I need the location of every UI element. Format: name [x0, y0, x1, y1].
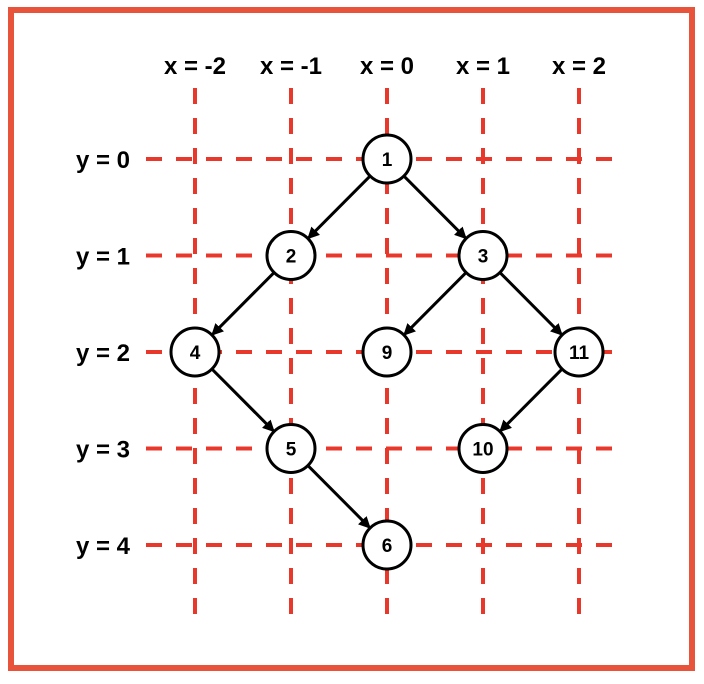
edge-3-9 — [403, 271, 468, 336]
y-axis-label: y = 2 — [76, 340, 130, 367]
y-axis-label: y = 1 — [76, 244, 130, 271]
x-axis-label: x = -2 — [164, 53, 226, 80]
tree-node-1: 1 — [361, 133, 413, 185]
edge-11-10 — [499, 367, 564, 433]
tree-node-5: 5 — [265, 423, 317, 474]
edge-5-6 — [306, 464, 371, 529]
node-circle — [457, 423, 509, 474]
tree-node-6: 6 — [361, 519, 413, 571]
node-label: 4 — [190, 343, 201, 364]
x-axis-label: x = 2 — [552, 53, 606, 80]
node-circle — [265, 423, 317, 474]
node-circle — [553, 326, 605, 378]
edge-3-11 — [498, 271, 563, 336]
tree-node-9: 9 — [361, 326, 413, 378]
node-circle — [361, 519, 413, 571]
frame-border — [8, 7, 695, 671]
y-axis-label: y = 4 — [76, 533, 131, 560]
edge-2-4 — [211, 271, 276, 336]
node-circle — [457, 230, 509, 281]
x-axis-label: x = 1 — [456, 53, 510, 80]
tree-node-2: 2 — [265, 230, 317, 281]
node-label: 6 — [382, 536, 393, 557]
tree-node-11: 11 — [553, 326, 605, 378]
edge-1-2 — [307, 174, 372, 240]
tree-node-4: 4 — [169, 326, 221, 378]
node-label: 5 — [286, 440, 297, 461]
tree-node-10: 10 — [457, 423, 509, 474]
edge-1-3 — [402, 174, 467, 240]
node-label: 2 — [286, 247, 297, 268]
node-circle — [361, 133, 413, 185]
x-axis-label: x = 0 — [360, 53, 414, 80]
tree-edges — [210, 174, 564, 529]
y-axis-label: y = 0 — [76, 147, 130, 174]
node-label: 11 — [569, 343, 590, 364]
axis-labels: x = -2 x = -1 x = 0 x = 1 x = 2 y = 0 y = 1 y =… — [76, 53, 606, 560]
tree-node-3: 3 — [457, 230, 509, 281]
edge-4-5 — [210, 367, 275, 433]
node-label: 3 — [478, 247, 489, 268]
tree-nodes: 1 2 3 4 9 11 5 10 6 — [169, 133, 605, 571]
node-circle — [361, 326, 413, 378]
node-circle — [169, 326, 221, 378]
node-label: 10 — [472, 440, 493, 461]
x-axis-label: x = -1 — [260, 53, 322, 80]
node-circle — [265, 230, 317, 281]
y-axis-label: y = 3 — [76, 437, 130, 464]
node-label: 9 — [382, 343, 393, 364]
node-label: 1 — [382, 150, 393, 171]
